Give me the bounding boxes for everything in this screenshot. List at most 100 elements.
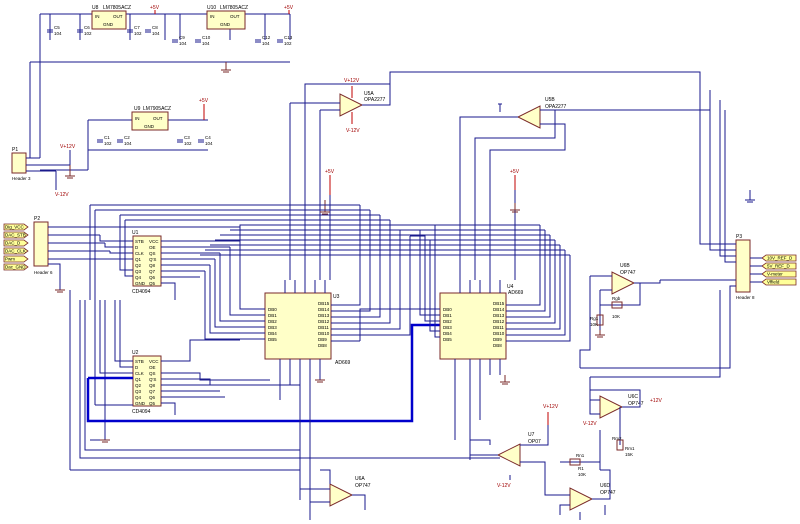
svg-text:D: D <box>135 365 139 370</box>
c1-val: 102 <box>104 141 112 146</box>
svg-text:DB1: DB1 <box>443 313 452 318</box>
svg-text:CLK: CLK <box>135 371 144 376</box>
svg-text:DB14: DB14 <box>493 307 505 312</box>
opamp-u6a: U6A OP747 <box>299 469 371 520</box>
svg-text:GND: GND <box>135 281 146 286</box>
shift-register-u1: U1 STB D CLK Q1 Q2 Q3 Q4 GND VCC OE QS Q… <box>89 204 390 300</box>
c10-val: 104 <box>202 41 210 46</box>
svg-text:Q8: Q8 <box>149 263 156 268</box>
svg-text:Q3: Q3 <box>135 269 142 274</box>
svg-text:DB9: DB9 <box>318 337 327 342</box>
opamp-u6b: U6B OP747 Rg1 10K Rgb 10K <box>579 263 661 368</box>
svg-text:DB3: DB3 <box>443 325 452 330</box>
svg-text:DB13: DB13 <box>493 313 505 318</box>
svg-text:Q4: Q4 <box>135 275 142 280</box>
c5-val: 104 <box>54 31 62 36</box>
p2-name: Header 6 <box>34 270 53 275</box>
port-dac-d: DAC_D <box>5 241 21 246</box>
svg-text:DB1: DB1 <box>268 313 277 318</box>
rm2-ref: Rm2 <box>612 436 622 441</box>
c8-ref: C8 <box>152 25 158 30</box>
p2-ref: P2 <box>34 216 40 222</box>
u10-out: OUT <box>230 14 240 19</box>
u4-part: AD669 <box>508 290 524 296</box>
u5a-ref: U5A <box>364 91 374 97</box>
u6d-part: OP747 <box>600 490 616 496</box>
c4-val: 104 <box>205 141 213 146</box>
p3-ref: P3 <box>736 234 742 240</box>
svg-text:STB: STB <box>135 239 144 244</box>
u8-gnd: GND <box>103 22 114 27</box>
u9-out: OUT <box>153 116 163 121</box>
u9-rail: +5V <box>199 98 209 104</box>
svg-text:VCC: VCC <box>149 359 159 364</box>
u8-in: IN <box>95 14 100 19</box>
u7-vp: V+12V <box>543 404 559 410</box>
svg-text:QS: QS <box>149 371 156 376</box>
c6-val: 102 <box>84 31 92 36</box>
c9-ref: C9 <box>179 35 185 40</box>
svg-text:D: D <box>135 245 139 250</box>
c3-val: 102 <box>184 141 192 146</box>
svg-text:DB8: DB8 <box>493 343 502 348</box>
svg-text:DB8: DB8 <box>318 343 327 348</box>
c13-ref: C13 <box>284 35 293 40</box>
svg-text:VCC: VCC <box>149 239 159 244</box>
port-dac-clk: DAC_CLK <box>5 249 26 254</box>
svg-text:DB11: DB11 <box>318 325 329 330</box>
svg-text:DB10: DB10 <box>318 331 330 336</box>
u9-in: IN <box>135 116 140 121</box>
svg-text:CLK: CLK <box>135 251 144 256</box>
rm1-ref: Rm1 <box>625 446 635 451</box>
header-p3: P3 Header 8 10V_REF_D 5V_REF_D V-meter V… <box>389 71 797 378</box>
svg-text:Q2: Q2 <box>135 383 142 388</box>
port-vffield: Vffield <box>767 280 780 285</box>
u5b-ref: U5B <box>545 97 555 103</box>
p3-name: Header 8 <box>736 295 755 300</box>
c7-val: 102 <box>134 31 142 36</box>
svg-text:DB12: DB12 <box>493 319 505 324</box>
u10-part: LM7805ACZ <box>220 5 248 11</box>
svg-text:GND: GND <box>135 401 146 406</box>
c3-ref: C3 <box>184 135 190 140</box>
svg-text:Q6: Q6 <box>149 275 156 280</box>
c2-val: 104 <box>124 141 132 146</box>
port-dac-stb: DAC_STB <box>5 233 26 238</box>
svg-text:DB11: DB11 <box>493 325 504 330</box>
u6c-ref: U6C <box>628 394 638 400</box>
u6d-ref: U6D <box>600 483 610 489</box>
svg-text:DB12: DB12 <box>318 319 330 324</box>
regulator-u9: U9 LM7905ACZ IN OUT GND +5V C1 102 C2 10… <box>40 98 213 171</box>
u2-ref: U2 <box>132 350 139 356</box>
rail-5v-b: +5V <box>510 169 520 175</box>
svg-text:DB9: DB9 <box>493 337 502 342</box>
svg-text:Q6: Q6 <box>149 395 156 400</box>
u8-ref: U8 <box>92 5 99 11</box>
u6b-part: OP747 <box>620 270 636 276</box>
rg1-val: 10K <box>590 322 598 327</box>
rgb-val: 10K <box>612 314 620 319</box>
svg-text:OE: OE <box>149 365 156 370</box>
svg-text:Q8: Q8 <box>149 383 156 388</box>
rail-5v-a: +5V <box>325 169 335 175</box>
p1-vm12: V-12V <box>55 192 69 198</box>
regulator-u8: U8 LM7805ACZ IN OUT GND +5V <box>91 5 160 30</box>
u6c-part: OP747 <box>628 401 644 407</box>
port-v-meter: V-meter <box>767 272 783 277</box>
c13-val: 102 <box>284 41 292 46</box>
svg-text:OE: OE <box>149 245 156 250</box>
p1-vp12: V+12V <box>60 144 76 150</box>
out-port-list: 10V_REF_D 5V_REF_D V-meter Vffield <box>761 254 797 286</box>
svg-text:DB14: DB14 <box>318 307 330 312</box>
u9-gnd: GND <box>144 124 155 129</box>
opamp-u7: U7 OP07 V+12V V-12V Rn1 R1 10K <box>469 404 600 489</box>
c1-ref: C1 <box>104 135 110 140</box>
svg-text:Q5: Q5 <box>149 401 156 406</box>
regulator-u10: U10 LM7805ACZ IN OUT GND +5V <box>206 5 294 73</box>
svg-text:DB15: DB15 <box>318 301 330 306</box>
u6a-part: OP747 <box>355 483 371 489</box>
svg-text:DB4: DB4 <box>268 331 277 336</box>
svg-text:STB: STB <box>135 359 144 364</box>
c10-ref: C10 <box>202 35 211 40</box>
